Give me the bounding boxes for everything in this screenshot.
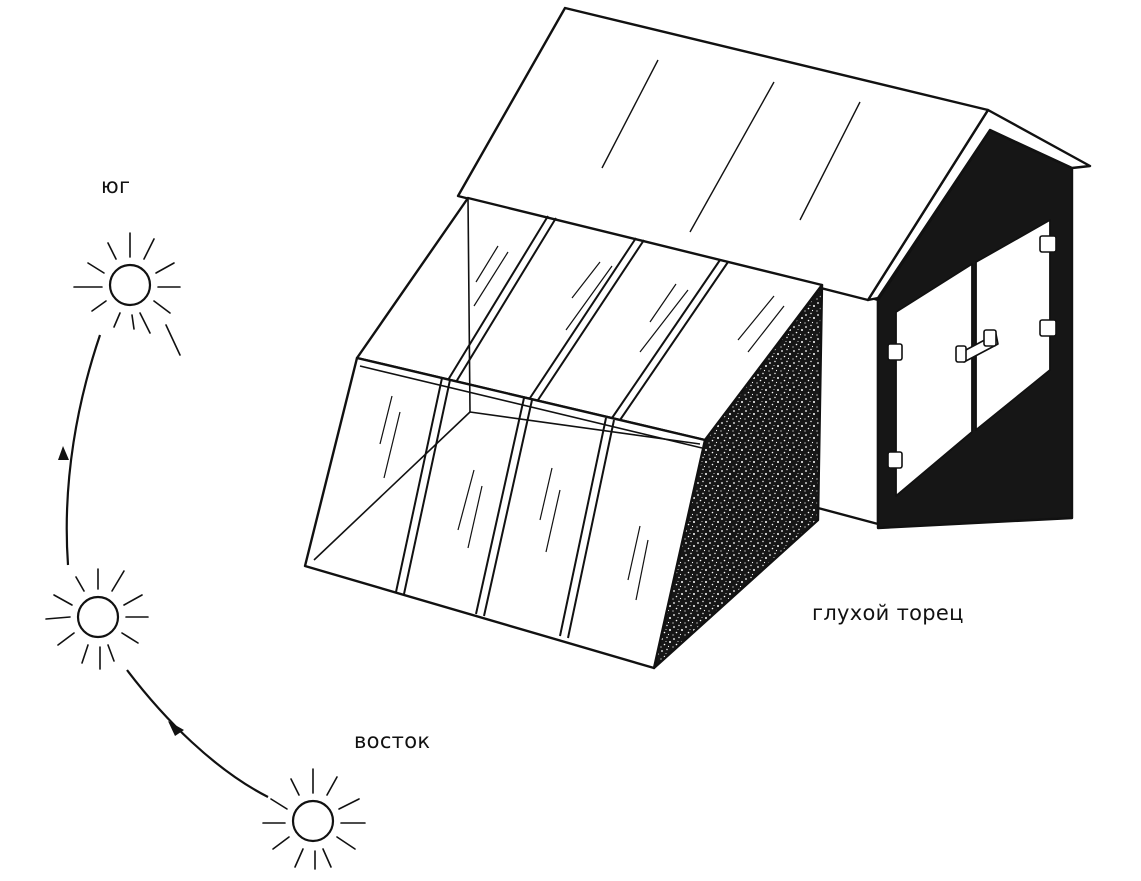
door-hinge <box>1039 319 1057 337</box>
arrow-icon <box>168 721 184 736</box>
sun-path-arc-upper <box>65 334 102 566</box>
sun-path-arc-lower <box>126 669 269 798</box>
label-south: юг <box>101 174 131 198</box>
sun-path <box>65 334 269 798</box>
label-east: восток <box>354 729 431 753</box>
door-hinge <box>1039 235 1057 253</box>
garage-side-wall <box>816 280 880 526</box>
garage-door-left <box>895 263 973 497</box>
garage-door-right <box>975 219 1051 431</box>
sun-icon <box>262 768 366 870</box>
sun-icon <box>45 568 149 670</box>
door-hinge <box>887 451 903 469</box>
sun-path-arrows <box>58 446 184 736</box>
door-latch <box>955 329 999 363</box>
label-blind-end: глухой торец <box>812 601 964 625</box>
door-hinge <box>887 343 903 361</box>
sun-icon <box>73 232 181 356</box>
greenhouse <box>303 196 824 670</box>
arrow-icon <box>58 446 69 460</box>
